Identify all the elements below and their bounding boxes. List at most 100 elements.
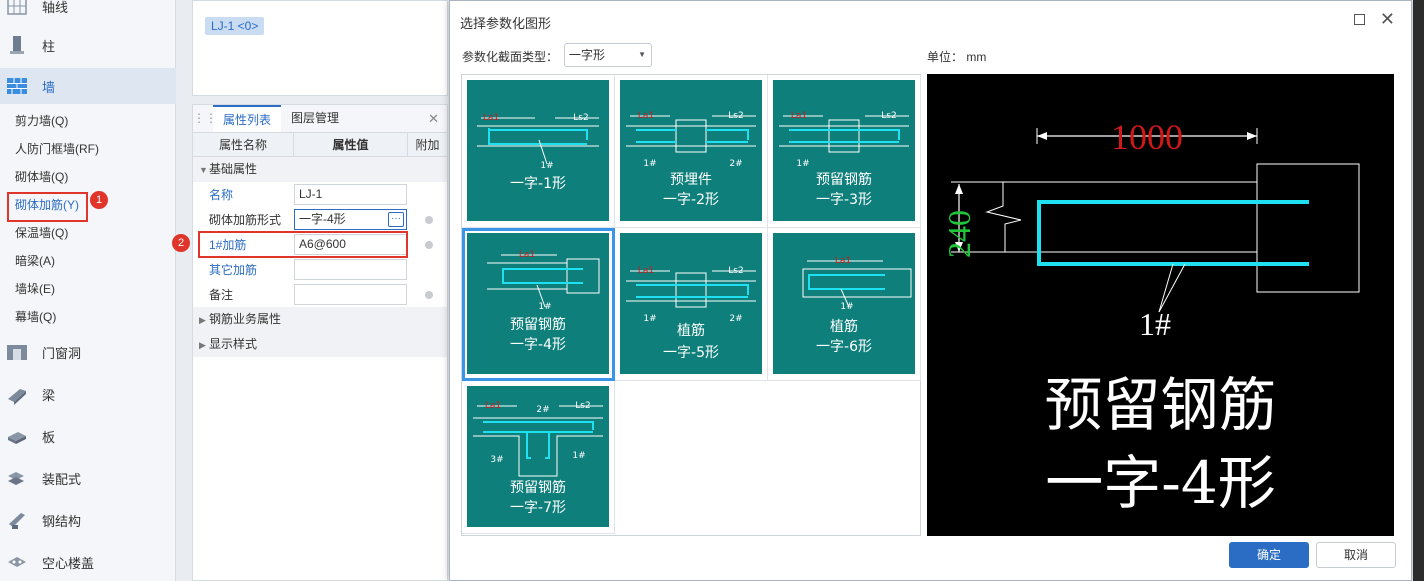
nav-slab[interactable]: 板 <box>0 418 176 454</box>
nav-prefab[interactable]: 装配式 <box>0 460 176 496</box>
shape-label-line2: 一字-5形 <box>663 345 719 361</box>
shape-option-7[interactable]: La1 Ls2 2# 3# 1# 预留钢筋 一字-7形 <box>462 381 615 534</box>
nav-sub-shear-wall[interactable]: 剪力墙(Q) <box>15 114 69 128</box>
shape-option-3[interactable]: La1 Ls2 1# 预留钢筋 一字-3形 <box>768 75 921 228</box>
shape-thumb: La1 Ls2 1# 预留钢筋 一字-3形 <box>773 80 915 221</box>
prefab-icon <box>6 467 28 489</box>
cancel-button[interactable]: 取消 <box>1316 542 1396 568</box>
shape-grid: La1 Ls2 1# 一字-1形 La1 Ls2 <box>461 74 921 536</box>
prop-name-value[interactable]: LJ-1 <box>294 184 407 205</box>
prop-note-value[interactable] <box>294 284 407 305</box>
prop-note-label: 备注 <box>209 288 234 302</box>
prop-row-other: 其它加筋 <box>193 257 447 282</box>
prop-other-value[interactable] <box>294 259 407 280</box>
nav-wall[interactable]: 墙 <box>0 68 176 104</box>
shape-option-2[interactable]: La1 Ls2 1# 2# 预埋件 一字-2形 <box>615 75 768 228</box>
section-type-select[interactable]: 一字形▼ <box>564 43 652 67</box>
component-nav: 轴线 柱 墙 剪力墙(Q) 人防门框墙(RF) 砌体墙(Q) 砌体加筋(Y) 保… <box>0 0 176 581</box>
axis-grid-icon <box>6 0 28 17</box>
preview-title-line1: 预留钢筋 <box>1044 371 1277 439</box>
thumb-la-label: La1 <box>518 250 536 260</box>
header-prop-value: 属性值 <box>294 133 408 156</box>
steel-beam-icon <box>6 509 28 531</box>
thumb-rebar2-label: 2# <box>536 405 550 415</box>
prop-form-value[interactable]: 一字-4形··· <box>294 209 407 230</box>
shape-label-line2: 一字-3形 <box>816 192 872 208</box>
nav-column-label: 柱 <box>42 38 56 54</box>
prop-row-form: 砌体加筋形式 一字-4形··· <box>193 207 447 232</box>
nav-wall-label: 墙 <box>42 79 56 95</box>
nav-sub-masonry-reinforcement[interactable]: 砌体加筋(Y) <box>15 198 79 212</box>
shape-label-line2: 一字-7形 <box>510 500 566 516</box>
nav-slab-label: 板 <box>42 429 56 445</box>
shape-thumb: La1 1# 植筋 一字-6形 <box>773 233 915 374</box>
thumb-rebar1-label: 1# <box>643 314 657 324</box>
shape-option-6[interactable]: La1 1# 植筋 一字-6形 <box>768 228 921 381</box>
door-window-icon <box>6 341 28 363</box>
thumb-rebar2-label: 2# <box>729 159 743 169</box>
preview-dim-length: 1000 <box>1111 117 1183 157</box>
thumb-la-label: La1 <box>484 401 502 411</box>
component-list-panel: LJ-1 <0> <box>192 0 448 96</box>
shape-label-line1: 一字-1形 <box>510 176 566 192</box>
close-icon[interactable]: ✕ <box>1379 9 1395 29</box>
attach-checkbox[interactable] <box>425 290 433 299</box>
nav-axis-label: 轴线 <box>42 0 69 15</box>
close-icon[interactable]: ✕ <box>428 111 439 126</box>
nav-sub-hidden-beam[interactable]: 暗梁(A) <box>15 254 55 268</box>
shape-option-1[interactable]: La1 Ls2 1# 一字-1形 <box>462 75 615 228</box>
nav-column[interactable]: 柱 <box>0 27 176 63</box>
component-chip[interactable]: LJ-1 <0> <box>205 17 265 35</box>
nav-beam[interactable]: 梁 <box>0 376 176 412</box>
step-badge-2: 2 <box>172 234 190 252</box>
maximize-icon[interactable] <box>1354 14 1365 25</box>
thumb-ls-label: Ls2 <box>575 401 591 411</box>
thumb-la-label: La1 <box>482 113 500 123</box>
shape-thumb: La1 Ls2 2# 3# 1# 预留钢筋 一字-7形 <box>467 386 609 527</box>
thumb-la-label: La1 <box>637 266 655 276</box>
prop-row-rebar1: 1#加筋 A6@600 <box>193 232 447 257</box>
thumb-rebar1-label: 1# <box>643 159 657 169</box>
nav-hollow-slab-label: 空心楼盖 <box>42 555 95 571</box>
group-display-label: 显示样式 <box>209 337 258 351</box>
shape-thumb: La1 1# 预留钢筋 一字-4形 <box>467 233 609 374</box>
tab-layer-management[interactable]: 图层管理 <box>291 111 340 125</box>
ellipsis-button[interactable]: ··· <box>388 212 404 227</box>
shape-label-line1: 预留钢筋 <box>510 317 566 333</box>
nav-door-window[interactable]: 门窗洞 <box>0 334 176 370</box>
thumb-ls-label: Ls2 <box>881 111 897 121</box>
nav-sub-curtain-wall[interactable]: 幕墙(Q) <box>15 310 57 324</box>
group-business[interactable]: ▶钢筋业务属性 <box>193 307 447 332</box>
nav-steel[interactable]: 钢结构 <box>0 502 176 538</box>
group-display[interactable]: ▶显示样式 <box>193 332 447 357</box>
dialog-title: 选择参数化图形 <box>460 16 552 31</box>
shape-option-4-selected[interactable]: La1 1# 预留钢筋 一字-4形 <box>462 228 615 381</box>
nav-sub-civil-defense-wall[interactable]: 人防门框墙(RF) <box>15 142 99 156</box>
attach-checkbox[interactable] <box>425 240 433 249</box>
drag-grip-icon[interactable]: ⋮⋮ <box>193 111 217 125</box>
shape-option-5[interactable]: La1 Ls2 1# 2# 植筋 一字-5形 <box>615 228 768 381</box>
tab-property-list[interactable]: 属性列表 <box>213 105 282 132</box>
thumb-rebar2-label: 2# <box>729 314 743 324</box>
nav-sub-insulation-wall[interactable]: 保温墙(Q) <box>15 226 69 240</box>
nav-steel-label: 钢结构 <box>42 513 82 529</box>
thumb-rebar1-label: 1# <box>538 302 552 312</box>
ok-button[interactable]: 确定 <box>1229 542 1309 568</box>
shape-preview: 1000 240 1# 预留钢筋 一字-4形 <box>927 74 1394 536</box>
nav-sub-masonry-wall[interactable]: 砌体墙(Q) <box>15 170 69 184</box>
nav-hollow-slab[interactable]: 空心楼盖 <box>0 544 176 580</box>
expand-right-icon: ▶ <box>199 315 206 325</box>
group-basic[interactable]: ▼基础属性 <box>193 157 447 182</box>
preview-dim-width: 240 <box>941 210 977 258</box>
nav-axis[interactable]: 轴线 <box>0 0 176 24</box>
attach-checkbox[interactable] <box>425 215 433 224</box>
nav-door-window-label: 门窗洞 <box>42 345 82 361</box>
nav-sub-wall-pier[interactable]: 墙垛(E) <box>15 282 55 296</box>
nav-prefab-label: 装配式 <box>42 471 82 487</box>
shape-label-line1: 预留钢筋 <box>510 480 566 496</box>
thumb-rebar1-label: 1# <box>840 302 854 312</box>
header-prop-extra: 附加 <box>415 138 440 152</box>
step-badge-1: 1 <box>90 191 108 209</box>
column-icon <box>6 34 28 56</box>
